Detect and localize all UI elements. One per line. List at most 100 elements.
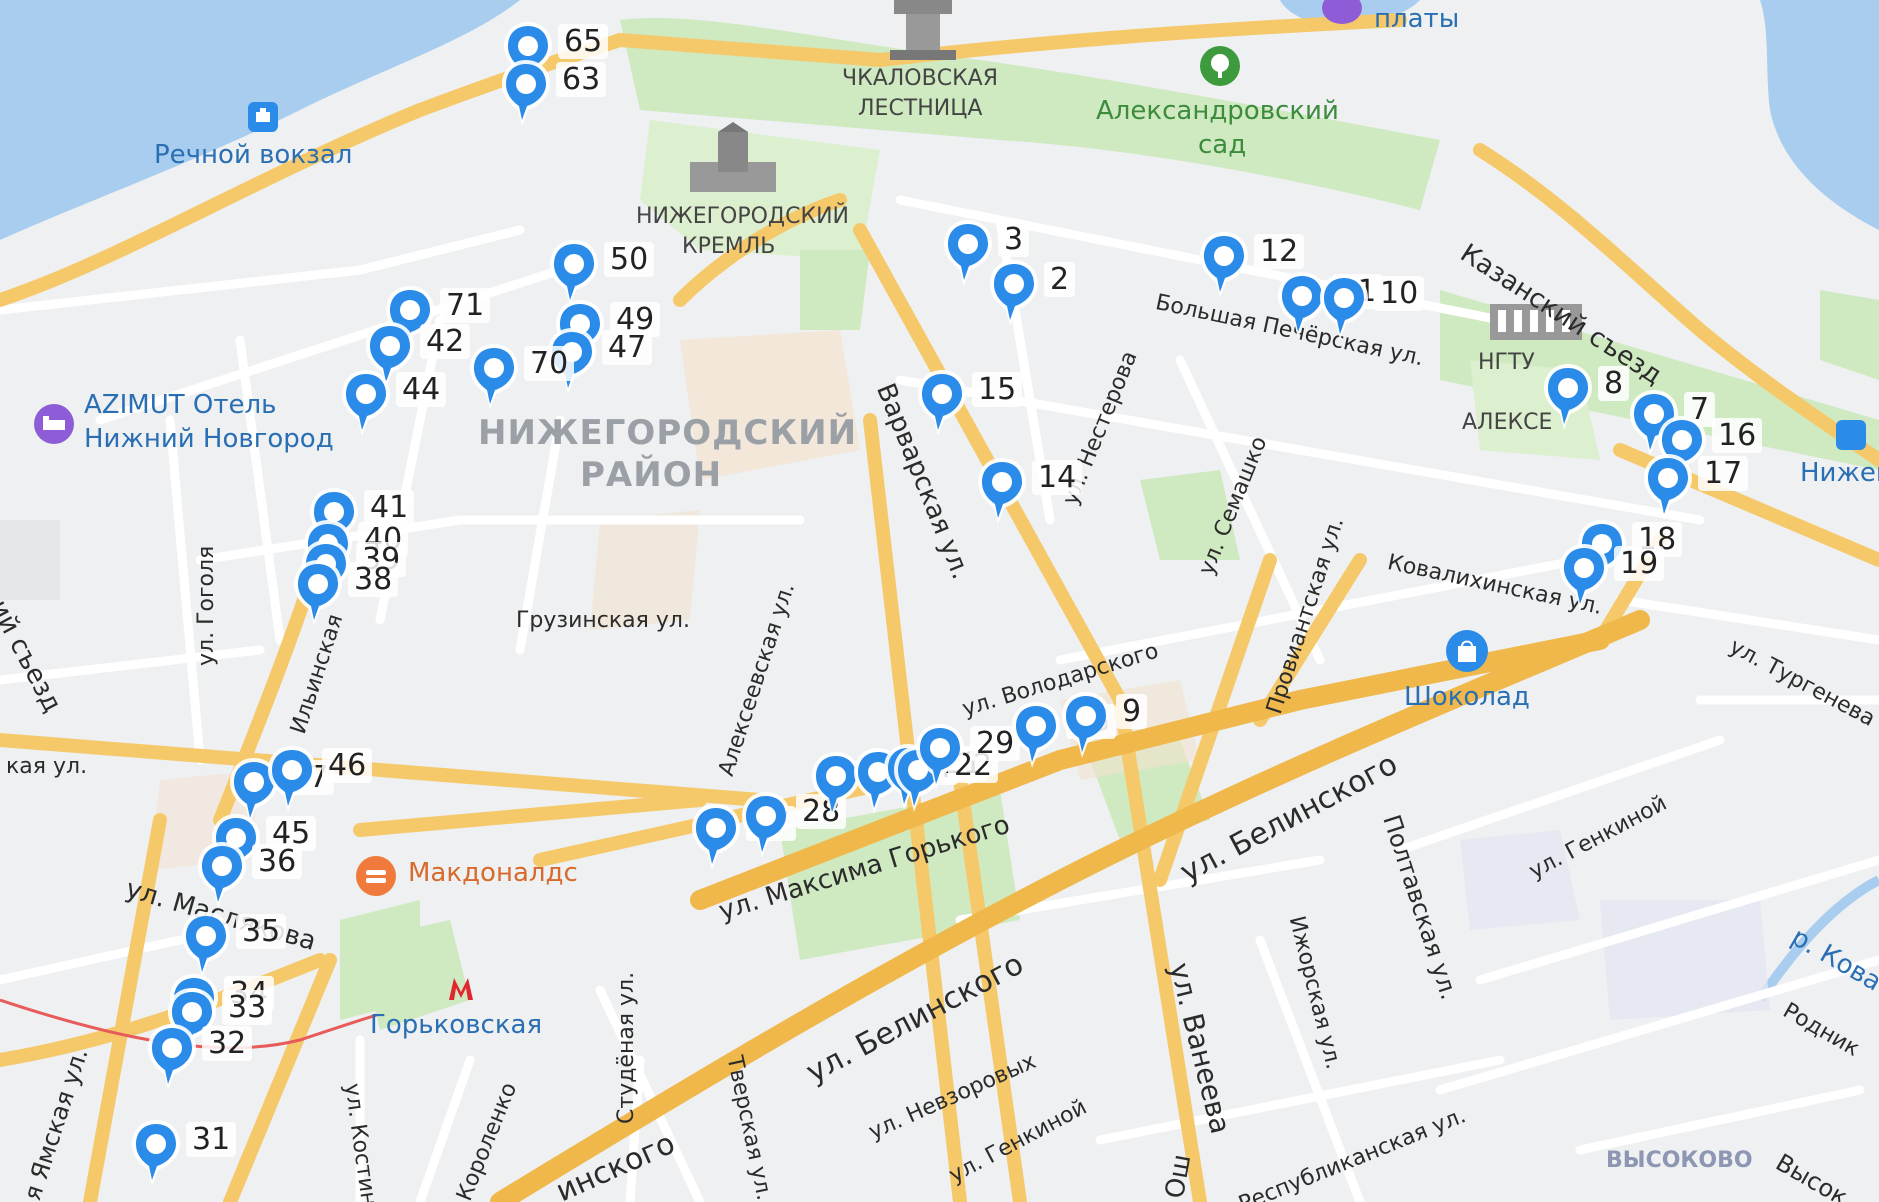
map-pin-icon	[198, 842, 246, 908]
map-marker-33[interactable]: 33	[164, 984, 273, 1056]
marker-number: 14	[1032, 460, 1083, 495]
map-marker-35[interactable]: 35	[178, 908, 287, 980]
map-marker-11[interactable]: 11	[1274, 268, 1383, 340]
map-marker-46[interactable]: 46	[264, 742, 373, 814]
map-marker-27[interactable]: 27	[688, 800, 797, 872]
label-azimut-2: Нижний Новгород	[84, 424, 334, 454]
map-marker-70[interactable]: 70	[466, 340, 575, 412]
map-marker-25[interactable]: 25	[1008, 698, 1117, 770]
hotel-icon[interactable]	[34, 404, 74, 444]
map-pin-icon	[168, 988, 216, 1054]
burger-icon[interactable]	[356, 856, 396, 896]
stairs-landmark-icon[interactable]	[886, 0, 960, 62]
map-pin-icon	[1658, 416, 1706, 482]
map-marker-17[interactable]: 17	[1640, 450, 1749, 522]
map-marker-14[interactable]: 14	[974, 454, 1083, 526]
marker-number: 16	[1712, 418, 1763, 453]
map-marker-16[interactable]: 16	[1654, 412, 1763, 484]
map-marker-2[interactable]: 2	[986, 256, 1076, 328]
map-marker-31[interactable]: 31	[128, 1116, 237, 1188]
label-kaya: кая ул.	[6, 754, 88, 779]
map-pin-icon	[1544, 364, 1592, 430]
map-pin-icon	[182, 912, 230, 978]
map-marker-10[interactable]: 10	[1316, 270, 1425, 342]
label-ngtu: НГТУ	[1478, 350, 1535, 375]
shopping-bag-icon[interactable]	[1446, 630, 1488, 672]
map-marker-9[interactable]: 9	[1058, 688, 1148, 760]
label-aleksandrovsky: Александровский	[1096, 96, 1339, 126]
metro-icon[interactable]	[446, 974, 476, 1004]
marker-number: 9	[1116, 694, 1148, 729]
river-station-icon[interactable]	[248, 102, 278, 132]
map-pin-icon	[502, 60, 550, 126]
map-marker-12[interactable]: 12	[1196, 228, 1305, 300]
map-marker-38[interactable]: 38	[290, 556, 399, 628]
label-gorkovskaya: Горьковская	[370, 1010, 543, 1040]
label-sad: сад	[1198, 130, 1247, 160]
map-pin-icon	[1012, 702, 1060, 768]
marker-number: 65	[558, 24, 609, 59]
label-studenaya: Студёная ул.	[614, 971, 639, 1124]
map-marker-50[interactable]: 50	[546, 236, 655, 308]
marker-number: 8	[1598, 366, 1630, 401]
label-platy: платы	[1374, 4, 1460, 34]
map-pin-icon	[342, 370, 390, 436]
label-alekse: АЛЕКСЕ	[1462, 410, 1553, 435]
label-kremlin-1: НИЖЕГОРОДСКИЙ	[636, 204, 849, 229]
label-azimut-1: AZIMUT Отель	[84, 390, 277, 420]
marker-number: 31	[186, 1122, 237, 1157]
map-marker-71[interactable]: 71	[382, 282, 491, 354]
label-vysokovo: ВЫСОКОВО	[1606, 1148, 1753, 1173]
map-marker-7[interactable]: 7	[1626, 386, 1716, 458]
label-gruzinskaya: Грузинская ул.	[516, 608, 690, 633]
map-pin-icon	[386, 286, 434, 352]
map-marker-32[interactable]: 32	[144, 1020, 253, 1092]
university-building-icon[interactable]	[1490, 296, 1582, 340]
map-marker-28[interactable]: 28	[738, 788, 847, 860]
map-pin-icon	[550, 240, 598, 306]
railway-station-icon[interactable]	[1836, 420, 1866, 450]
marker-number: 42	[420, 324, 471, 359]
map-pin-icon	[268, 746, 316, 812]
marker-number: 33	[222, 990, 273, 1025]
label-district-1: НИЖЕГОРОДСКИЙ	[478, 413, 858, 453]
marker-number: 12	[1254, 234, 1305, 269]
map-pin-icon	[978, 458, 1026, 524]
map-marker-19[interactable]: 19	[1556, 540, 1665, 612]
marker-number: 2	[1044, 262, 1076, 297]
map-marker-36[interactable]: 36	[194, 838, 303, 910]
map-marker-65[interactable]: 65	[500, 18, 609, 90]
map-pin-icon	[230, 758, 278, 824]
map-marker-63[interactable]: 63	[498, 56, 607, 128]
map-pin-icon	[148, 1024, 196, 1090]
map-pin-icon	[1320, 274, 1368, 340]
map-pin-icon	[918, 370, 966, 436]
marker-number: 15	[972, 372, 1023, 407]
marker-number: 17	[1698, 456, 1749, 491]
marker-number: 63	[556, 62, 607, 97]
map-marker-3[interactable]: 3	[940, 216, 1030, 288]
kremlin-landmark-icon[interactable]	[690, 122, 776, 196]
label-kremlin-2: КРЕМЛЬ	[682, 234, 776, 259]
marker-number: 32	[202, 1026, 253, 1061]
map-pin-icon	[1630, 390, 1678, 456]
map-pin-icon	[1644, 454, 1692, 520]
marker-number: 46	[322, 748, 373, 783]
map-pin-icon	[916, 724, 964, 790]
marker-number: 3	[998, 222, 1030, 257]
map-marker-42[interactable]: 42	[362, 318, 471, 390]
map-pin-icon	[504, 22, 552, 88]
map-pin-icon	[1200, 232, 1248, 298]
map-pin-icon	[742, 792, 790, 858]
map-marker-8[interactable]: 8	[1540, 360, 1630, 432]
map-pin-icon	[812, 752, 860, 818]
map-marker-15[interactable]: 15	[914, 366, 1023, 438]
label-shokolad: Шоколад	[1404, 682, 1530, 712]
marker-number: 38	[348, 562, 399, 597]
map-marker-29[interactable]: 29	[912, 720, 1021, 792]
map-marker-44[interactable]: 44	[338, 366, 447, 438]
park-tree-icon[interactable]	[1200, 46, 1240, 86]
map-pin-icon	[692, 804, 740, 870]
marker-number: 36	[252, 844, 303, 879]
